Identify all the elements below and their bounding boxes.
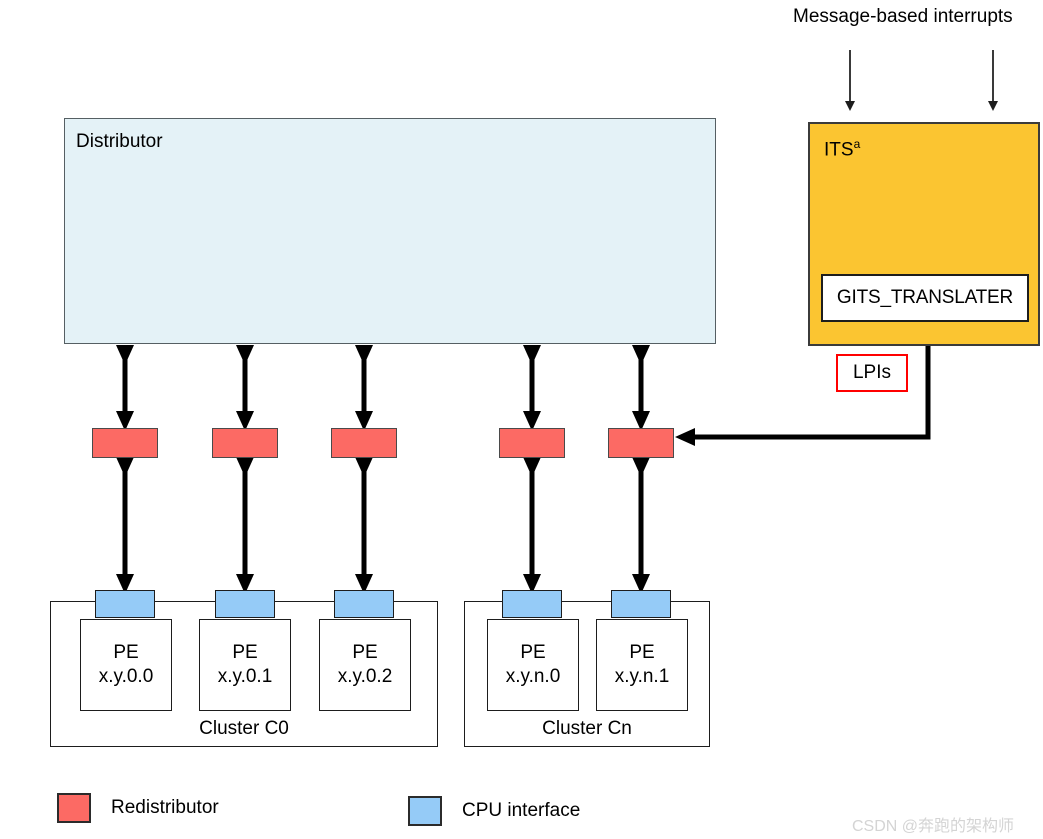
cluster-cn: PE x.y.n.0 PE x.y.n.1 Cluster Cn: [464, 601, 710, 747]
pe-title: PE: [113, 642, 139, 663]
pe-title: PE: [352, 642, 378, 663]
legend-label-redistributor: Redistributor: [111, 797, 219, 818]
cluster-c0-label: Cluster C0: [199, 718, 289, 739]
cpu-interface-2: [334, 590, 394, 618]
legend-item-redistributor: Redistributor: [57, 793, 219, 823]
lpis-label: LPIs: [836, 354, 908, 392]
message-based-interrupts-label: Message-based interrupts: [793, 6, 1013, 27]
its-label: ITSa: [824, 137, 860, 161]
pe-title: PE: [232, 642, 258, 663]
redistributor-3: [499, 428, 565, 458]
redistributor-4: [608, 428, 674, 458]
its-label-text: ITS: [824, 139, 854, 161]
legend-swatch-redistributor: [57, 793, 91, 823]
cpu-interface-3: [502, 590, 562, 618]
redistributor-0: [92, 428, 158, 458]
distributor-block: Distributor: [64, 118, 716, 344]
legend-label-cpu-interface: CPU interface: [462, 800, 581, 821]
pe-x-y-0-0: PE x.y.0.0: [80, 619, 172, 711]
pe-x-y-0-1: PE x.y.0.1: [199, 619, 291, 711]
pe-x-y-n-1: PE x.y.n.1: [596, 619, 688, 711]
pe-id: x.y.n.1: [614, 666, 670, 687]
pe-id: x.y.0.0: [98, 666, 154, 687]
gits-translater-register: GITS_TRANSLATER: [821, 274, 1029, 322]
redistributor-1: [212, 428, 278, 458]
its-label-superscript: a: [853, 137, 861, 151]
legend-item-cpu-interface: CPU interface: [408, 796, 580, 826]
distributor-label: Distributor: [76, 131, 163, 152]
legend-swatch-cpu-interface: [408, 796, 442, 826]
cpu-interface-1: [215, 590, 275, 618]
cpu-interface-4: [611, 590, 671, 618]
redistributor-2: [331, 428, 397, 458]
cluster-cn-label: Cluster Cn: [542, 718, 632, 739]
pe-id: x.y.0.1: [217, 666, 273, 687]
watermark: CSDN @奔跑的架构师: [852, 818, 1015, 835]
pe-title: PE: [520, 642, 546, 663]
pe-id: x.y.n.0: [505, 666, 561, 687]
pe-x-y-0-2: PE x.y.0.2: [319, 619, 411, 711]
pe-x-y-n-0: PE x.y.n.0: [487, 619, 579, 711]
pe-title: PE: [629, 642, 655, 663]
pe-id: x.y.0.2: [337, 666, 393, 687]
cpu-interface-0: [95, 590, 155, 618]
cluster-c0: PE x.y.0.0 PE x.y.0.1 PE x.y.0.2 Cluster…: [50, 601, 438, 747]
its-block: ITSa GITS_TRANSLATER: [808, 122, 1040, 346]
